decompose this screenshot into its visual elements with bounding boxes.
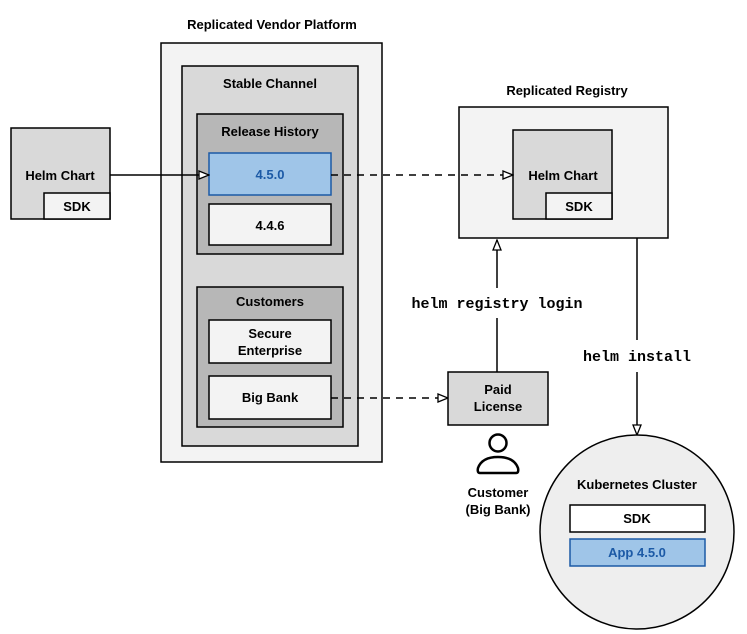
release-label: 4.5.0 — [256, 167, 285, 182]
vendor-platform: Replicated Vendor Platform Stable Channe… — [160, 17, 383, 463]
customer-label: Big Bank — [242, 390, 299, 405]
stable-channel-title: Stable Channel — [223, 76, 317, 91]
customer-label: Secure — [248, 326, 291, 341]
helm-registry-login-command: helm registry login — [411, 296, 582, 313]
helm-chart-label: Helm Chart — [25, 168, 95, 183]
customer-secure-enterprise: Secure Enterprise — [208, 319, 332, 364]
customers-title: Customers — [236, 294, 304, 309]
release-4-4-6: 4.4.6 — [208, 203, 332, 246]
cluster-app-label: App 4.5.0 — [608, 545, 666, 560]
license-label: Paid — [484, 382, 512, 397]
source-helm-chart: Helm Chart SDK — [10, 127, 111, 220]
customer-label: Enterprise — [238, 343, 302, 358]
helm-install-command: helm install — [583, 349, 691, 366]
release-history-title: Release History — [221, 124, 319, 139]
person-icon — [476, 433, 520, 475]
release-history: Release History 4.5.0 4.4.6 — [196, 113, 344, 255]
customer-label: (Big Bank) — [466, 502, 531, 517]
cluster-title: Kubernetes Cluster — [577, 477, 697, 492]
release-label: 4.4.6 — [256, 218, 285, 233]
vendor-platform-title: Replicated Vendor Platform — [187, 17, 357, 32]
sdk-label: SDK — [565, 199, 593, 214]
paid-license: Paid License — [447, 371, 549, 426]
customers: Customers Secure Enterprise Big Bank — [196, 286, 344, 428]
customer-big-bank: Big Bank — [208, 375, 332, 420]
registry-title: Replicated Registry — [506, 83, 628, 98]
sdk-label: SDK — [63, 199, 91, 214]
release-4-5-0: 4.5.0 — [208, 152, 332, 196]
license-label: License — [474, 399, 522, 414]
kubernetes-cluster: Kubernetes Cluster SDK App 4.5.0 — [539, 434, 735, 630]
replicated-registry: Replicated Registry Helm Chart SDK — [458, 83, 669, 239]
customer-label: Customer — [468, 485, 529, 500]
helm-chart-label: Helm Chart — [528, 168, 598, 183]
cluster-sdk-label: SDK — [623, 511, 651, 526]
stable-channel: Stable Channel Release History 4.5.0 4.4… — [181, 65, 359, 447]
